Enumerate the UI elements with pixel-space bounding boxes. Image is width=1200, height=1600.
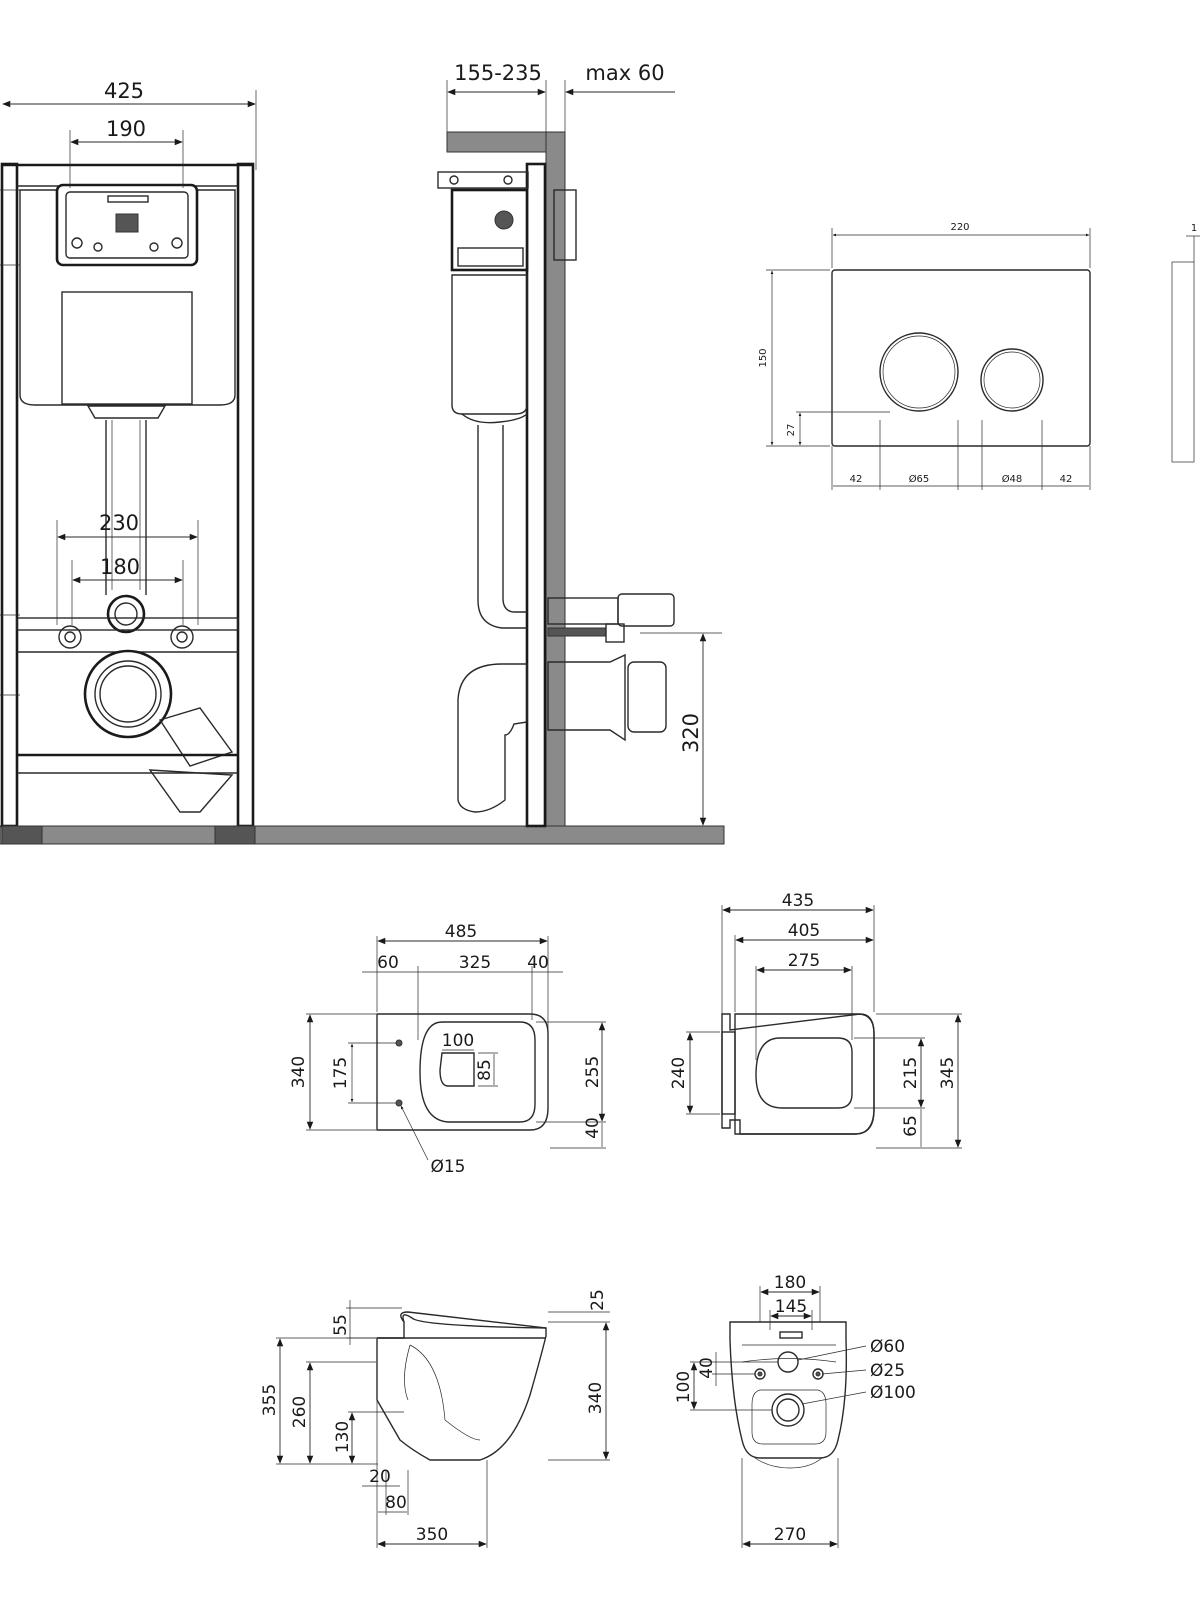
flush-plate-drawing: 220 150 27 42 Ø65 Ø48 42 1 <box>758 222 1200 490</box>
dim-240-label: 240 <box>669 1057 689 1089</box>
dim-320: 320 <box>640 632 722 826</box>
left-stud <box>58 625 82 649</box>
dim-40-top-label: 40 <box>527 953 549 973</box>
flush-connector <box>106 594 146 634</box>
side-outlet-elbow <box>457 663 528 813</box>
dim-60-label: 60 <box>377 953 399 973</box>
dim-20-label: 20 <box>369 1467 391 1487</box>
right-post <box>236 162 255 828</box>
dim-42-right-label: 42 <box>1060 474 1073 485</box>
dim-325-label: 325 <box>459 953 491 973</box>
seat-top-opening <box>755 1037 853 1109</box>
bowl-top-outline <box>376 1013 549 1131</box>
dim-d48-label: Ø48 <box>1002 473 1023 485</box>
dim-d60-label: Ø60 <box>870 1337 905 1357</box>
dim-55-label: 55 <box>331 1314 351 1336</box>
cistern-body <box>19 189 236 406</box>
dim-side-partial-label: 1 <box>1191 223 1197 234</box>
dim-155-235-label: 155-235 <box>454 61 542 85</box>
dim-340-side-label: 340 <box>586 1382 606 1414</box>
dim-350-label: 350 <box>416 1525 448 1545</box>
dim-d15-label: Ø15 <box>430 1157 465 1177</box>
dim-425: 425 <box>2 79 257 170</box>
dim-435-label: 435 <box>782 891 814 911</box>
dim-100-opening-label: 100 <box>442 1031 474 1051</box>
dim-220-label: 220 <box>950 222 969 233</box>
bowl-side-outline <box>376 1311 547 1461</box>
dim-80-label: 80 <box>385 1493 407 1513</box>
dim-180-label: 180 <box>100 555 140 579</box>
dim-230: 230 <box>56 511 199 625</box>
downpipe <box>105 420 147 595</box>
waste-outlet <box>83 649 173 739</box>
right-stud <box>170 625 194 649</box>
wall-section <box>545 131 566 827</box>
side-cistern <box>451 274 528 415</box>
dim-130-label: 130 <box>333 1421 353 1453</box>
dim-155-235: 155-235 max 60 <box>446 61 675 132</box>
dim-320-label: 320 <box>679 713 703 753</box>
dim-190-label: 190 <box>106 117 146 141</box>
dim-d100-label: Ø100 <box>870 1383 916 1403</box>
dim-175-label: 175 <box>331 1057 351 1089</box>
front-view-installation-frame: 230 180 <box>0 79 725 845</box>
rear-flush-inlet <box>777 1351 799 1373</box>
side-post <box>525 162 547 828</box>
dim-max60-label: max 60 <box>585 61 664 85</box>
small-flush-button <box>980 348 1044 412</box>
dim-270-label: 270 <box>774 1525 806 1545</box>
bowl-top-rim <box>419 1021 536 1123</box>
dim-230-label: 230 <box>99 511 139 535</box>
dim-d25-label: Ø25 <box>870 1361 905 1381</box>
dim-27-label: 27 <box>786 424 797 437</box>
dim-65-label: 65 <box>901 1115 921 1137</box>
bowl-side-view: 55 355 260 130 25 340 20 80 350 <box>260 1289 610 1548</box>
bowl-rear-outline <box>729 1321 848 1459</box>
side-service-box <box>450 188 529 272</box>
floor-strip <box>0 825 725 845</box>
bowl-rear-view: 180 145 Ø60 Ø25 Ø100 40 100 270 <box>674 1273 916 1548</box>
dim-150-label: 150 <box>758 348 769 367</box>
dim-42-left-label: 42 <box>850 474 863 485</box>
dim-425-label: 425 <box>104 79 144 103</box>
dim-260-label: 260 <box>290 1396 310 1428</box>
dim-100-rear-label: 100 <box>674 1371 694 1403</box>
dim-485-label: 485 <box>445 922 477 942</box>
dim-180-rear-label: 180 <box>774 1273 806 1293</box>
dim-180: 180 <box>71 555 184 625</box>
left-post <box>0 162 19 828</box>
side-view-installation: 320 155-235 max 60 <box>437 61 722 828</box>
dim-215-label: 215 <box>901 1057 921 1089</box>
dim-355-label: 355 <box>260 1384 280 1416</box>
bowl-top-view: 485 60 325 40 340 175 100 85 255 40 <box>289 922 606 1177</box>
flush-plate-outline <box>831 269 1091 447</box>
seat-top-outline <box>721 1013 875 1135</box>
dim-85-label: 85 <box>475 1059 495 1081</box>
dim-40-rear-label: 40 <box>697 1357 717 1379</box>
dim-d65-label: Ø65 <box>909 473 930 485</box>
dim-255-label: 255 <box>583 1056 603 1088</box>
dim-275-label: 275 <box>788 951 820 971</box>
dim-40-bottom-label: 40 <box>583 1117 603 1139</box>
side-downpipe <box>477 425 527 629</box>
dim-340-label: 340 <box>289 1056 309 1088</box>
dim-25-label: 25 <box>588 1289 608 1311</box>
seat-top-view: 435 405 275 240 215 345 65 <box>669 891 962 1149</box>
large-flush-button <box>879 332 959 412</box>
flush-plate-side-hatch <box>1171 261 1195 463</box>
cistern-panel <box>61 291 193 405</box>
dim-405-label: 405 <box>788 921 820 941</box>
dim-345-label: 345 <box>938 1057 958 1089</box>
dim-190: 190 <box>69 117 184 188</box>
dim-145-label: 145 <box>775 1297 807 1317</box>
